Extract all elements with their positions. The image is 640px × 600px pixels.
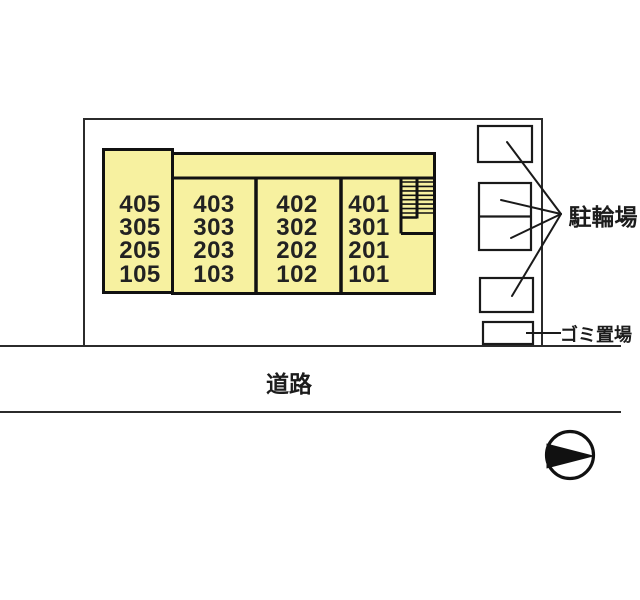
unit-number-405: 405 — [119, 191, 161, 218]
unit-number-401: 401 — [348, 191, 390, 218]
garbage-area-label: ゴミ置場 — [560, 324, 632, 345]
bicycle-space-1 — [476, 124, 534, 164]
bicycle-parking-spaces — [476, 124, 535, 346]
unit-number-403: 403 — [193, 191, 235, 218]
unit-number-302: 302 — [276, 214, 318, 241]
unit-number-103: 103 — [193, 261, 235, 288]
bicycle-parking-leader-lines — [500, 141, 562, 297]
stairwell — [399, 178, 433, 235]
garbage-box — [481, 320, 535, 346]
unit-number-101: 101 — [348, 261, 390, 288]
unit-number-301: 301 — [348, 214, 390, 241]
unit-number-305: 305 — [119, 214, 161, 241]
unit-number-205: 205 — [119, 237, 161, 264]
unit-number-402: 402 — [276, 191, 318, 218]
unit-number-203: 203 — [193, 237, 235, 264]
north-arrow-icon — [544, 429, 596, 481]
unit-number-102: 102 — [276, 261, 318, 288]
building-left-wing — [102, 148, 174, 294]
bicycle-parking-label: 駐輪場 — [569, 204, 638, 230]
unit-number-105: 105 — [119, 261, 161, 288]
road-label: 道路 — [266, 371, 313, 397]
unit-number-202: 202 — [276, 237, 318, 264]
unit-number-303: 303 — [193, 214, 235, 241]
property-boundary — [83, 118, 543, 346]
bicycle-space-3 — [478, 276, 535, 314]
unit-number-201: 201 — [348, 237, 390, 264]
